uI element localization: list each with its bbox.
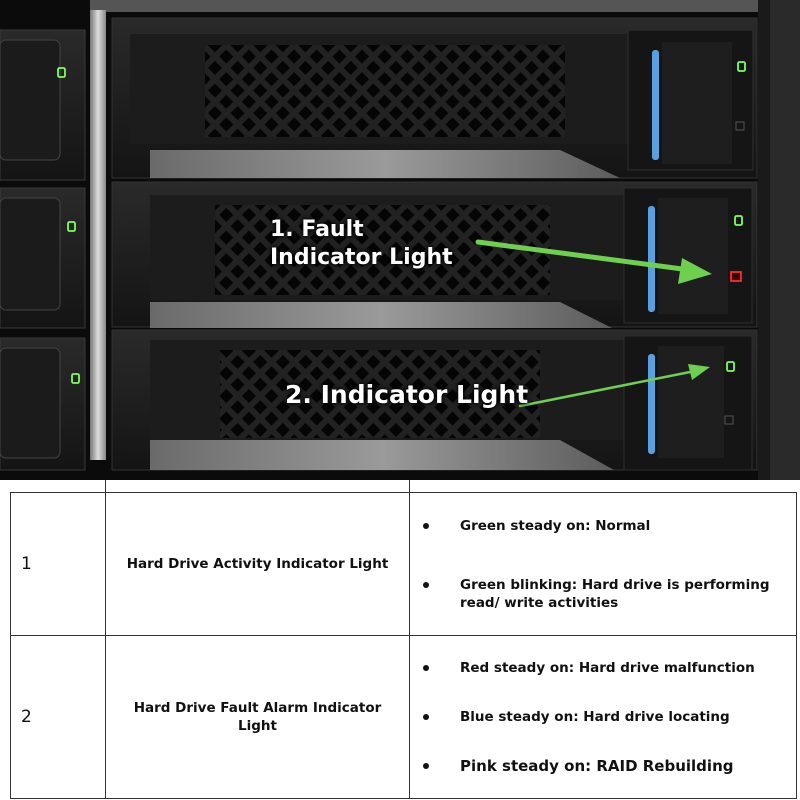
indicator-states: Red steady on: Hard drive malfunction Bl…	[409, 635, 797, 799]
indicator-light-callout: 2. Indicator Light	[285, 380, 529, 409]
state-item: Red steady on: Hard drive malfunction	[410, 659, 796, 677]
drive-bay-illustration	[0, 0, 800, 480]
indicator-name: Hard Drive Activity Indicator Light	[105, 492, 410, 636]
tray-3-activity-led-icon	[726, 361, 735, 372]
tray-3-fault-led-icon	[724, 415, 734, 425]
chassis-divider-rail	[90, 10, 106, 460]
fault-indicator-callout: 1. Fault Indicator Light	[270, 217, 453, 270]
drive-tray-2	[111, 181, 758, 328]
state-item: Blue steady on: Hard drive locating	[410, 708, 796, 726]
left-activity-led-icon	[57, 67, 66, 78]
left-activity-led-icon	[71, 373, 80, 384]
state-item: Green blinking: Hard drive is performing…	[410, 576, 796, 612]
drive-tray-3	[111, 329, 758, 471]
tray-2-fault-led-icon	[730, 271, 742, 282]
drive-tray-1	[111, 17, 758, 179]
table-row: 1 Hard Drive Activity Indicator Light Gr…	[10, 492, 797, 636]
chassis-top-edge	[90, 0, 770, 12]
row-number: 2	[10, 635, 106, 799]
tray-2-activity-led-icon	[734, 215, 743, 226]
indicator-states: Green steady on: Normal Green blinking: …	[409, 492, 797, 636]
callout-arrow-2	[518, 364, 710, 408]
left-drive-column	[0, 29, 86, 471]
row-number: 1	[10, 492, 106, 636]
tray-3-blue-latch	[648, 354, 655, 454]
state-item: Pink steady on: RAID Rebuilding	[410, 757, 796, 775]
tray-2-blue-latch	[648, 206, 655, 312]
indicator-name: Hard Drive Fault Alarm Indicator Light	[105, 635, 410, 799]
callout-arrow-1	[475, 239, 712, 284]
left-activity-led-icon	[67, 221, 76, 232]
state-item: Green steady on: Normal	[410, 517, 796, 535]
tray-1-activity-led-icon	[737, 61, 746, 72]
indicator-light-table: 1 Hard Drive Activity Indicator Light Gr…	[10, 480, 797, 799]
tray-1-fault-led-icon	[735, 121, 745, 131]
tray-1-blue-latch	[652, 50, 659, 160]
table-header-row	[10, 480, 797, 493]
table-row: 2 Hard Drive Fault Alarm Indicator Light…	[10, 635, 797, 799]
drive-bay-photo: 1. Fault Indicator Light 2. Indicator Li…	[0, 0, 800, 480]
